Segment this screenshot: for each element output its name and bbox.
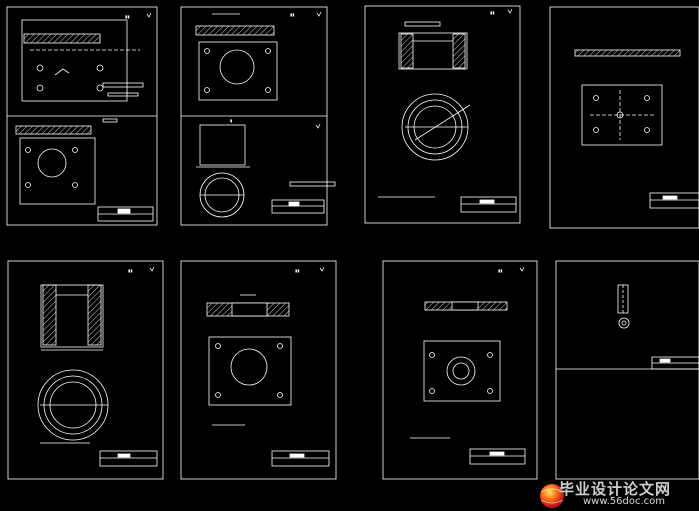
svg-text:▮▮: ▮▮ xyxy=(128,268,132,273)
drawing-sheet-6[interactable]: ▮▮ xyxy=(180,260,337,480)
globe-ball-icon xyxy=(540,484,564,508)
drawing-sheet-5[interactable]: ▮▮ xyxy=(7,260,164,480)
watermark-url[interactable]: www.56doc.com xyxy=(583,496,666,507)
drawing-sheet-1[interactable]: ▮▮ xyxy=(6,6,158,226)
svg-text:▮: ▮ xyxy=(230,118,232,123)
watermark-title: 毕业设计论文网 xyxy=(559,480,672,498)
watermark: 毕业设计论文网 www.56doc.com xyxy=(535,478,699,511)
drawing-sheet-3[interactable]: ▮▮ xyxy=(364,5,521,224)
svg-text:▮▮: ▮▮ xyxy=(295,268,299,273)
svg-text:▮▮: ▮▮ xyxy=(490,10,494,15)
drawing-sheet-2[interactable]: ▮▮ ▮ xyxy=(180,6,336,226)
drawing-sheet-7[interactable]: ▮▮ xyxy=(382,260,538,480)
svg-text:▮▮: ▮▮ xyxy=(498,268,502,273)
svg-text:▮▮: ▮▮ xyxy=(290,12,294,17)
drawing-sheet-4[interactable] xyxy=(549,6,699,229)
drawing-sheet-8[interactable] xyxy=(555,260,699,480)
svg-text:▮▮: ▮▮ xyxy=(125,14,129,19)
